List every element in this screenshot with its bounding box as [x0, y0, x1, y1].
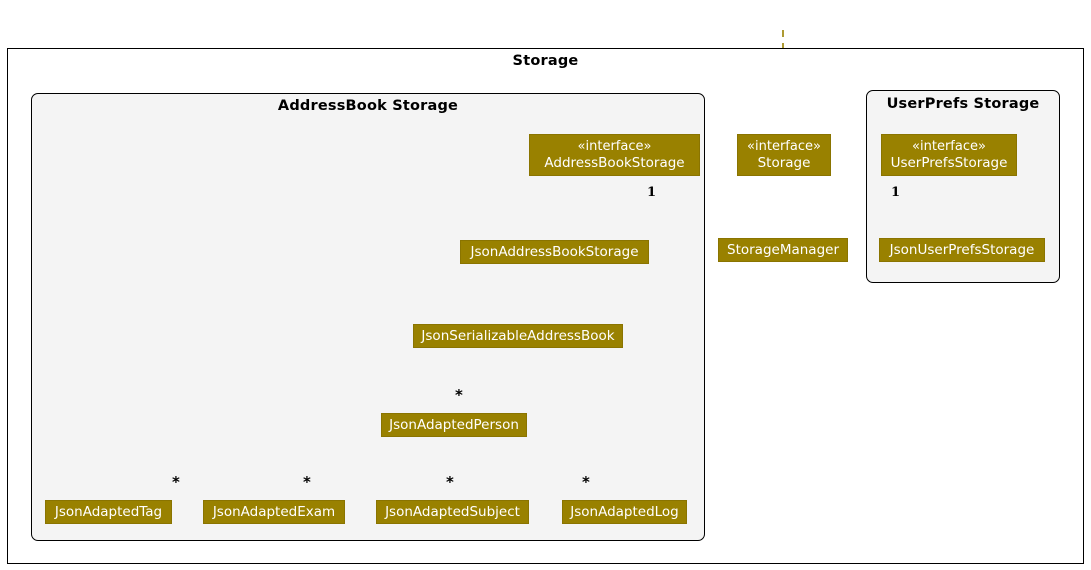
multiplicity-addressbookstorage: 1: [647, 185, 657, 200]
class-storagemanager-name: StorageManager: [727, 242, 839, 258]
multiplicity-jsonadaptedperson: *: [455, 386, 463, 404]
multiplicity-jsonadaptedsubject: *: [446, 473, 454, 491]
class-jsonserializableaddressbook-name: JsonSerializableAddressBook: [421, 328, 615, 344]
multiplicity-jsonadaptedexam: *: [303, 473, 311, 491]
class-addressbookstorage-name: AddressBookStorage: [544, 155, 685, 171]
package-addressbook-storage-title: AddressBook Storage: [277, 98, 459, 114]
class-jsonadaptedsubject-name: JsonAdaptedSubject: [385, 504, 520, 520]
class-addressbookstorage[interactable]: «interface» AddressBookStorage: [529, 134, 700, 176]
class-jsonuserprefsstorage-name: JsonUserPrefsStorage: [889, 242, 1035, 258]
class-userprefsstorage[interactable]: «interface» UserPrefsStorage: [881, 134, 1017, 176]
class-userprefsstorage-name: UserPrefsStorage: [890, 155, 1008, 171]
class-storage-interface-stereotype: «interface»: [747, 139, 821, 154]
class-jsonaddressbookstorage-name: JsonAddressBookStorage: [470, 244, 639, 260]
class-jsonuserprefsstorage[interactable]: JsonUserPrefsStorage: [879, 238, 1045, 262]
package-storage-title: Storage: [512, 53, 579, 69]
class-jsonadaptedexam[interactable]: JsonAdaptedExam: [203, 500, 345, 524]
class-jsonadaptedperson-name: JsonAdaptedPerson: [389, 417, 519, 433]
class-addressbookstorage-stereotype: «interface»: [577, 139, 652, 154]
class-storage-interface[interactable]: «interface» Storage: [737, 134, 831, 176]
class-userprefsstorage-stereotype: «interface»: [912, 139, 986, 154]
class-jsonadaptedlog-name: JsonAdaptedLog: [570, 504, 679, 520]
class-jsonadaptedexam-name: JsonAdaptedExam: [212, 504, 336, 520]
class-jsonserializableaddressbook[interactable]: JsonSerializableAddressBook: [413, 324, 623, 348]
class-jsonadaptedsubject[interactable]: JsonAdaptedSubject: [376, 500, 529, 524]
class-jsonadaptedtag-name: JsonAdaptedTag: [54, 504, 163, 520]
multiplicity-jsonadaptedtag: *: [172, 473, 180, 491]
class-jsonadaptedtag[interactable]: JsonAdaptedTag: [45, 500, 172, 524]
multiplicity-jsonadaptedlog: *: [582, 473, 590, 491]
class-jsonaddressbookstorage[interactable]: JsonAddressBookStorage: [460, 240, 649, 264]
class-storagemanager[interactable]: StorageManager: [718, 238, 848, 262]
package-userprefs-storage-title: UserPrefs Storage: [886, 96, 1040, 112]
class-jsonadaptedlog[interactable]: JsonAdaptedLog: [562, 500, 687, 524]
class-jsonadaptedperson[interactable]: JsonAdaptedPerson: [381, 413, 527, 437]
class-storage-interface-name: Storage: [757, 155, 811, 171]
multiplicity-userprefsstorage: 1: [891, 185, 901, 200]
